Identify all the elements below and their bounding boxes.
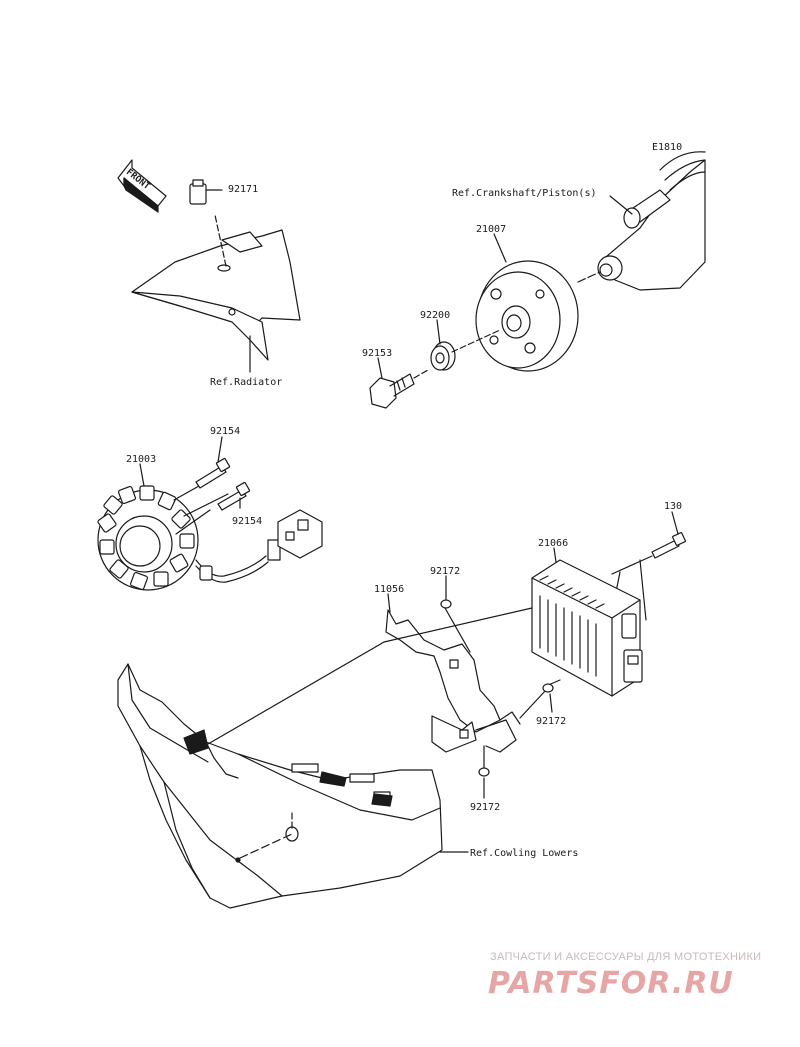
part-label-21007[interactable]: 21007 [476,224,506,235]
stator-connector [277,509,323,559]
part-label-11056[interactable]: 11056 [374,584,404,595]
radiator-bracket [131,214,301,373]
clip-92171[interactable] [189,179,223,205]
screw-92172-mid[interactable] [542,683,554,693]
front-arrow-icon [117,159,167,213]
part-label-21066[interactable]: 21066 [538,538,568,549]
part-label-130[interactable]: 130 [664,501,682,512]
flywheel-rotor-21007[interactable] [475,260,601,372]
part-label-92172-top[interactable]: 92172 [430,566,460,577]
part-label-92154-lower[interactable]: 92154 [232,516,262,527]
stator-21003[interactable] [97,481,323,591]
screw-92172-bottom[interactable] [478,767,490,777]
crankshaft [597,151,706,291]
bolt-92154-lower[interactable] [217,481,251,511]
part-label-92200[interactable]: 92200 [420,310,450,321]
washer-92200[interactable] [430,329,501,371]
part-label-92171[interactable]: 92171 [228,184,258,195]
bolt-92154-upper[interactable] [195,457,231,489]
ref-radiator-label: Ref.Radiator [210,377,282,388]
cowling-lower [117,607,533,909]
part-label-21003[interactable]: 21003 [126,454,156,465]
regulator-21066[interactable] [531,559,643,697]
part-label-92154-upper[interactable]: 92154 [210,426,240,437]
ref-cowling-label: Ref.Cowling Lowers [470,848,578,859]
part-label-92172-bottom[interactable]: 92172 [470,802,500,813]
bolt-92153[interactable] [369,369,429,409]
screw-92172-top[interactable] [440,593,452,609]
diagram-code: E1810 [652,142,682,153]
bracket-11056[interactable] [385,607,547,771]
part-label-92172-mid[interactable]: 92172 [536,716,566,727]
ref-crankshaft-label: Ref.Crankshaft/Piston(s) [452,188,597,199]
watermark-logo: PARTSFOR.RU [488,966,734,1001]
watermark-tagline: ЗАПЧАСТИ И АКСЕССУАРЫ ДЛЯ МОТОТЕХНИКИ [490,951,762,963]
part-label-92153[interactable]: 92153 [362,348,392,359]
